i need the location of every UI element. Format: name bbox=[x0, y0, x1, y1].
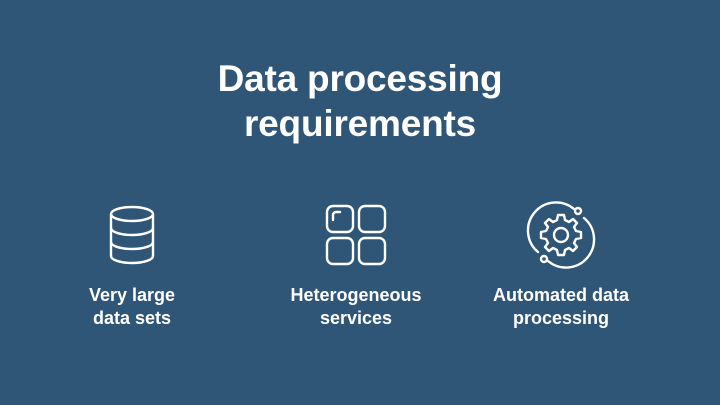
feature-very-large-data-sets: Very large data sets bbox=[32, 200, 232, 330]
feature-label: Very large data sets bbox=[88, 285, 176, 328]
database-icon bbox=[109, 205, 155, 265]
grid-icon bbox=[325, 204, 387, 266]
page-title: Data processing requirements bbox=[0, 56, 720, 146]
title-line-2: requirements bbox=[243, 103, 476, 144]
title-line-1: Data processing bbox=[217, 58, 503, 99]
feature-label: Automated data processing bbox=[492, 285, 629, 328]
feature-label: Heterogeneous services bbox=[290, 285, 422, 328]
gear-cycle-icon bbox=[526, 201, 596, 269]
feature-automated-data-processing: Automated data processing bbox=[461, 200, 661, 330]
feature-heterogeneous-services: Heterogeneous services bbox=[256, 200, 456, 330]
